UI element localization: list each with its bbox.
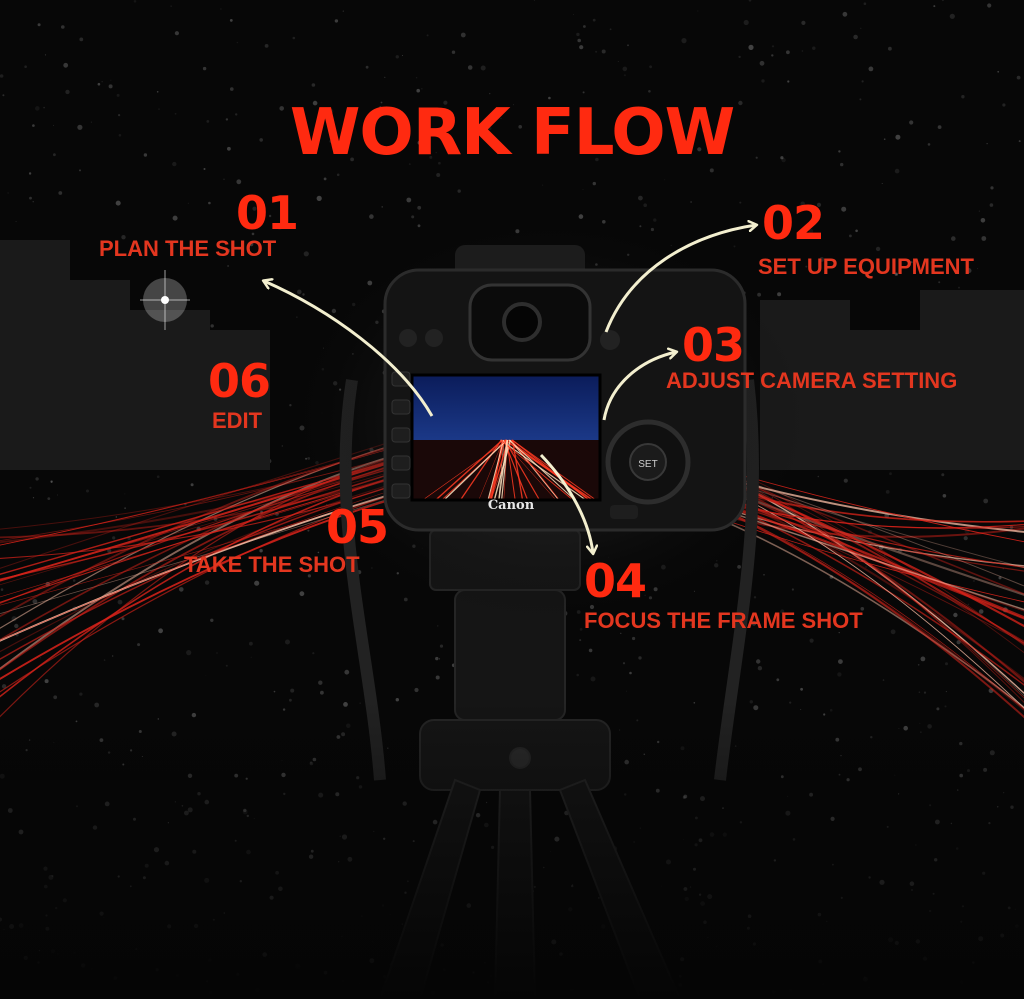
arrow-to-step-04 [539, 453, 593, 553]
svg-text:SET: SET [638, 459, 657, 470]
step-06-label: EDIT [212, 408, 263, 433]
arrow-to-step-01 [264, 281, 434, 417]
camera-brand: Canon [487, 498, 535, 513]
step-05-number: 05 [326, 500, 389, 554]
page-title: WORK FLOW [289, 96, 735, 170]
camera-screen [410, 373, 602, 502]
step-05-label: TAKE THE SHOT [184, 552, 360, 577]
arrow-to-step-03 [602, 352, 676, 421]
step-04-number: 04 [584, 554, 647, 608]
arrow-to-step-02 [604, 225, 756, 333]
step-06-number: 06 [208, 354, 271, 408]
step-02-number: 02 [762, 196, 825, 250]
step-04-label: FOCUS THE FRAME SHOT [584, 608, 863, 633]
step-03-label: ADJUST CAMERA SETTING [666, 368, 958, 393]
step-01-number: 01 [236, 186, 299, 240]
street-light-glow [140, 270, 190, 330]
step-03-number: 03 [682, 318, 745, 372]
step-01-label: PLAN THE SHOT [99, 236, 277, 261]
step-02-label: SET UP EQUIPMENT [758, 254, 974, 279]
